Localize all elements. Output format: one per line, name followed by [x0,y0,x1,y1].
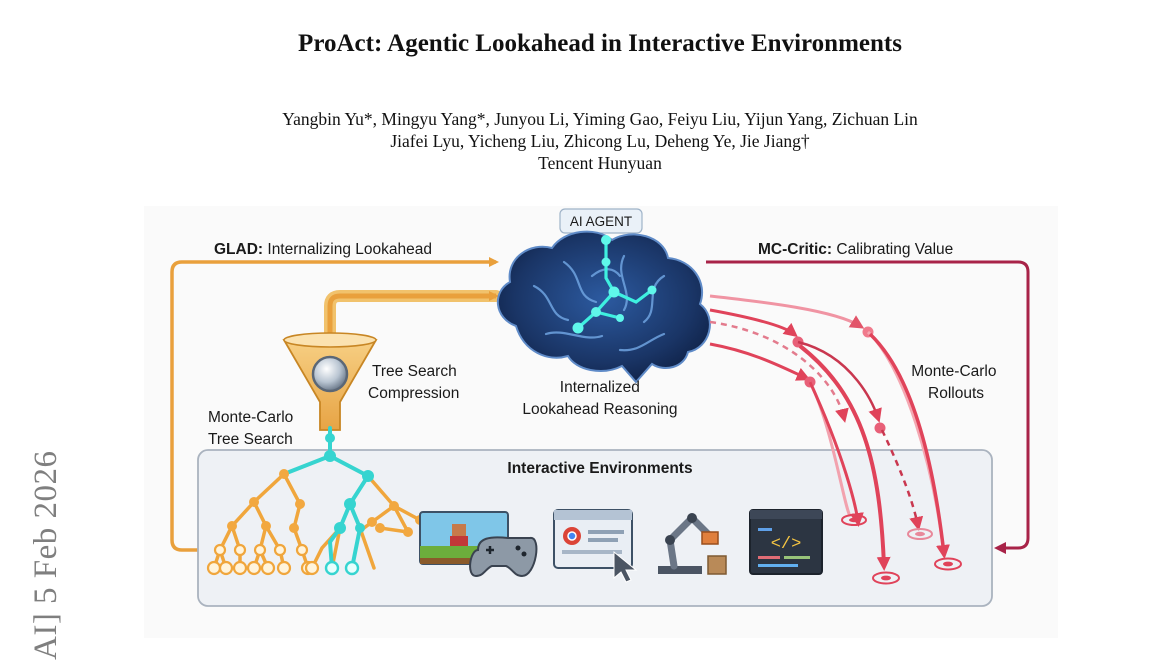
paper-title: ProAct: Agentic Lookahead in Interactive… [298,30,902,57]
internalized-reasoning-label: Internalized Lookahead Reasoning [522,379,677,418]
monte-carlo-rollouts [709,294,950,571]
tree-search-compression-label: Tree Search Compression [368,363,461,402]
compression-pipe-arrow [324,290,502,350]
env-panel-title: Interactive Environments [507,460,692,477]
web-browser-icon [553,509,638,583]
author-block: Yangbin Yu*, Mingyu Yang*, Junyou Li, Yi… [0,108,1152,174]
mc-critic-label: MC-Critic: Calibrating Value [758,241,953,258]
mc-critic-loop-arrow [706,260,1030,554]
svg-text:</>: </> [771,535,802,554]
glad-label: GLAD: Internalizing Lookahead [214,241,432,258]
game-controller-icon [419,511,538,578]
authors-line-1: Yangbin Yu*, Mingyu Yang*, Junyou Li, Yi… [282,109,918,129]
rollout-terminal-rings [841,514,962,585]
mcts-label: Monte-Carlo Tree Search [208,409,298,448]
funnel-compression-icon [282,332,378,431]
proact-overview-figure: GLAD: Internalizing Lookahead MC-Critic:… [144,206,1058,638]
robot-arm-icon [658,513,727,575]
authors-line-2: Jiafei Lyu, Yicheng Liu, Zhicong Lu, Deh… [390,131,810,151]
glad-loop-arrow [170,257,499,552]
brain-icon [496,230,711,384]
arxiv-stamp: AI] 5 Feb 2026 [28,450,64,660]
rollouts-label: Monte-Carlo Rollouts [911,363,1001,402]
ai-agent-badge: AI AGENT [559,208,643,234]
affiliation: Tencent Hunyuan [538,153,662,173]
mcts-tree-diagram [206,426,425,576]
code-editor-icon: </> [749,509,823,575]
svg-text:AI AGENT: AI AGENT [570,214,632,229]
